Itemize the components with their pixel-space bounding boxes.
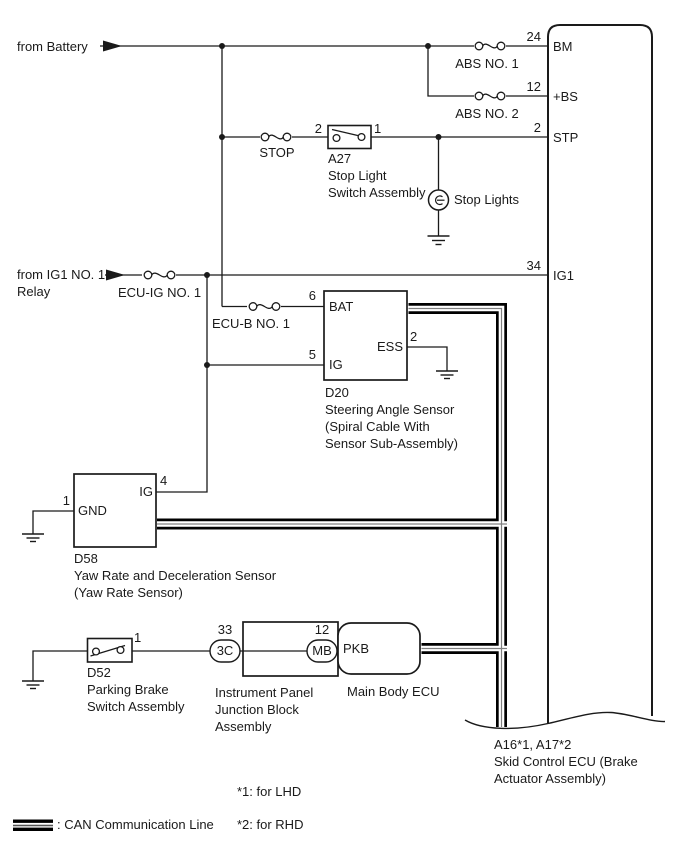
connector-3c-oval <box>209 639 241 663</box>
d20-pin-ig-name: IG <box>329 357 343 372</box>
d20-code: D20 <box>325 385 349 400</box>
wire-ig1-branch-vertical <box>156 275 208 493</box>
d20-name-line2: (Spiral Cable With <box>325 419 430 434</box>
d20-name-line3: Sensor Sub-Assembly) <box>325 436 458 451</box>
junction-block-name-line1: Instrument Panel <box>215 685 314 700</box>
d20-name-line1: Steering Angle Sensor <box>325 402 455 417</box>
note-rhd: *2: for RHD <box>237 817 304 832</box>
stop-lights-label: Stop Lights <box>454 192 520 207</box>
ground-d58 <box>22 533 44 543</box>
ecu-pin-name-stp: STP <box>553 130 579 145</box>
fuse-stop-label: STOP <box>259 145 295 160</box>
d58-pin-ig-number: 4 <box>160 473 168 488</box>
d20-box <box>323 290 408 381</box>
a27-pin-right: 1 <box>374 121 382 136</box>
d52-switch-symbol <box>86 637 133 663</box>
wire-d58-gnd-to-ground <box>32 510 74 534</box>
fuses <box>142 39 506 313</box>
arrows <box>103 40 125 281</box>
d20-pin-ess-name: ESS <box>376 339 403 354</box>
d20-pin-bat-name: BAT <box>329 299 354 314</box>
wire-d20-ess-to-ground <box>407 346 448 371</box>
ecu-pin-number-bs: 12 <box>526 79 541 94</box>
d52-pin-number: 1 <box>134 630 142 645</box>
ecu-pin-number-bm: 24 <box>526 29 541 44</box>
battery-arrow-icon <box>103 40 122 52</box>
component-boxes <box>73 290 421 677</box>
fuse-abs2-label: ABS NO. 2 <box>455 106 519 121</box>
d58-name-line2: (Yaw Rate Sensor) <box>74 585 183 600</box>
ecu-pin-number-ig1: 34 <box>526 258 541 273</box>
skid-ecu-name-line1: Skid Control ECU (Brake <box>494 754 638 769</box>
connector-3c-number: 33 <box>217 622 233 637</box>
ecu-pin-name-bm: BM <box>553 39 573 54</box>
main-body-ecu-pin-pkb: PKB <box>343 641 370 656</box>
torn-edge-wave <box>464 711 666 730</box>
fuse-ecu-b-no1 <box>247 300 281 313</box>
d52-name-line2: Switch Assembly <box>87 699 185 714</box>
fuse-ecu-b-label: ECU-B NO. 1 <box>212 316 291 331</box>
fuse-ecu-ig-no1 <box>142 268 176 282</box>
skid-control-ecu-box <box>464 24 666 730</box>
a27-component-label: A27 Stop Light Switch Assembly <box>328 150 426 201</box>
connector-mb-number: 12 <box>314 622 330 637</box>
d58-code: D58 <box>74 551 98 566</box>
d52-name-line1: Parking Brake <box>87 682 169 697</box>
d58-component-label: D58 Yaw Rate and Deceleration Sensor (Ya… <box>74 550 276 601</box>
skid-ecu-name-line2: Actuator Assembly) <box>494 771 606 786</box>
d20-pin-ess-number: 2 <box>410 329 418 344</box>
skid-control-ecu-label: A16*1, A17*2 Skid Control ECU (Brake Act… <box>494 736 638 787</box>
fuse-ecu-ig-label: ECU-IG NO. 1 <box>118 285 202 300</box>
ecu-pin-name-bs: +BS <box>553 89 578 104</box>
skid-ecu-code: A16*1, A17*2 <box>494 737 572 752</box>
a27-code: A27 <box>328 151 352 166</box>
d58-pin-ig-name: IG <box>139 484 153 499</box>
d58-pin-gnd-name: GND <box>78 503 107 518</box>
d52-code: D52 <box>87 665 111 680</box>
can-legend-symbol <box>13 819 53 831</box>
main-body-ecu-box <box>337 622 421 675</box>
ecu-pin-name-ig1: IG1 <box>553 268 574 283</box>
note-lhd: *1: for LHD <box>237 784 302 799</box>
a27-pin-left: 2 <box>314 121 322 136</box>
fuse-stop <box>260 130 292 144</box>
can-communication-lines <box>157 303 507 727</box>
can-legend-text: : CAN Communication Line <box>57 817 214 832</box>
junction-block-label: Instrument Panel Junction Block Assembly <box>215 684 313 735</box>
ecu-pin-number-stp: 2 <box>533 120 541 135</box>
d58-pin-gnd-number: 1 <box>62 493 70 508</box>
connector-mb-label: MB <box>312 643 332 658</box>
a27-switch-symbol <box>327 124 372 150</box>
a27-name-line2: Switch Assembly <box>328 185 426 200</box>
d20-component-label: D20 Steering Angle Sensor (Spiral Cable … <box>325 384 458 452</box>
ground-d20-ess <box>436 370 458 380</box>
ground-stop-lights <box>427 235 450 246</box>
ig1-relay-arrow-icon <box>106 269 125 281</box>
main-body-ecu-label: Main Body ECU <box>347 684 440 699</box>
d20-pin-ig-number: 5 <box>308 347 316 362</box>
connector-mb-oval <box>306 639 338 663</box>
ground-symbols <box>22 235 458 690</box>
source-ig1-line2: Relay <box>17 284 51 299</box>
ground-d52 <box>22 680 44 690</box>
connector-3c-label: 3C <box>216 643 234 658</box>
a27-name-line1: Stop Light <box>328 168 387 183</box>
source-ig1-line1: from IG1 NO. 1 <box>17 267 106 282</box>
source-battery-label: from Battery <box>17 39 88 54</box>
d58-box <box>73 473 157 548</box>
d20-pin-bat-number: 6 <box>308 288 316 303</box>
junction-block-name-line2: Junction Block <box>215 702 299 717</box>
wire-d52-ground <box>32 650 88 681</box>
fuse-abs-no2 <box>474 89 506 103</box>
source-ig1-label: from IG1 NO. 1 Relay <box>17 266 105 300</box>
junction-dots <box>204 43 442 368</box>
fuse-abs-no1 <box>474 39 506 53</box>
d52-component-label: D52 Parking Brake Switch Assembly <box>87 664 185 715</box>
fuse-abs1-label: ABS NO. 1 <box>455 56 519 71</box>
stop-lights-bulb-icon <box>427 189 450 211</box>
d58-name-line1: Yaw Rate and Deceleration Sensor <box>74 568 277 583</box>
wire-abs2-branch <box>427 46 548 97</box>
junction-block-name-line3: Assembly <box>215 719 272 734</box>
